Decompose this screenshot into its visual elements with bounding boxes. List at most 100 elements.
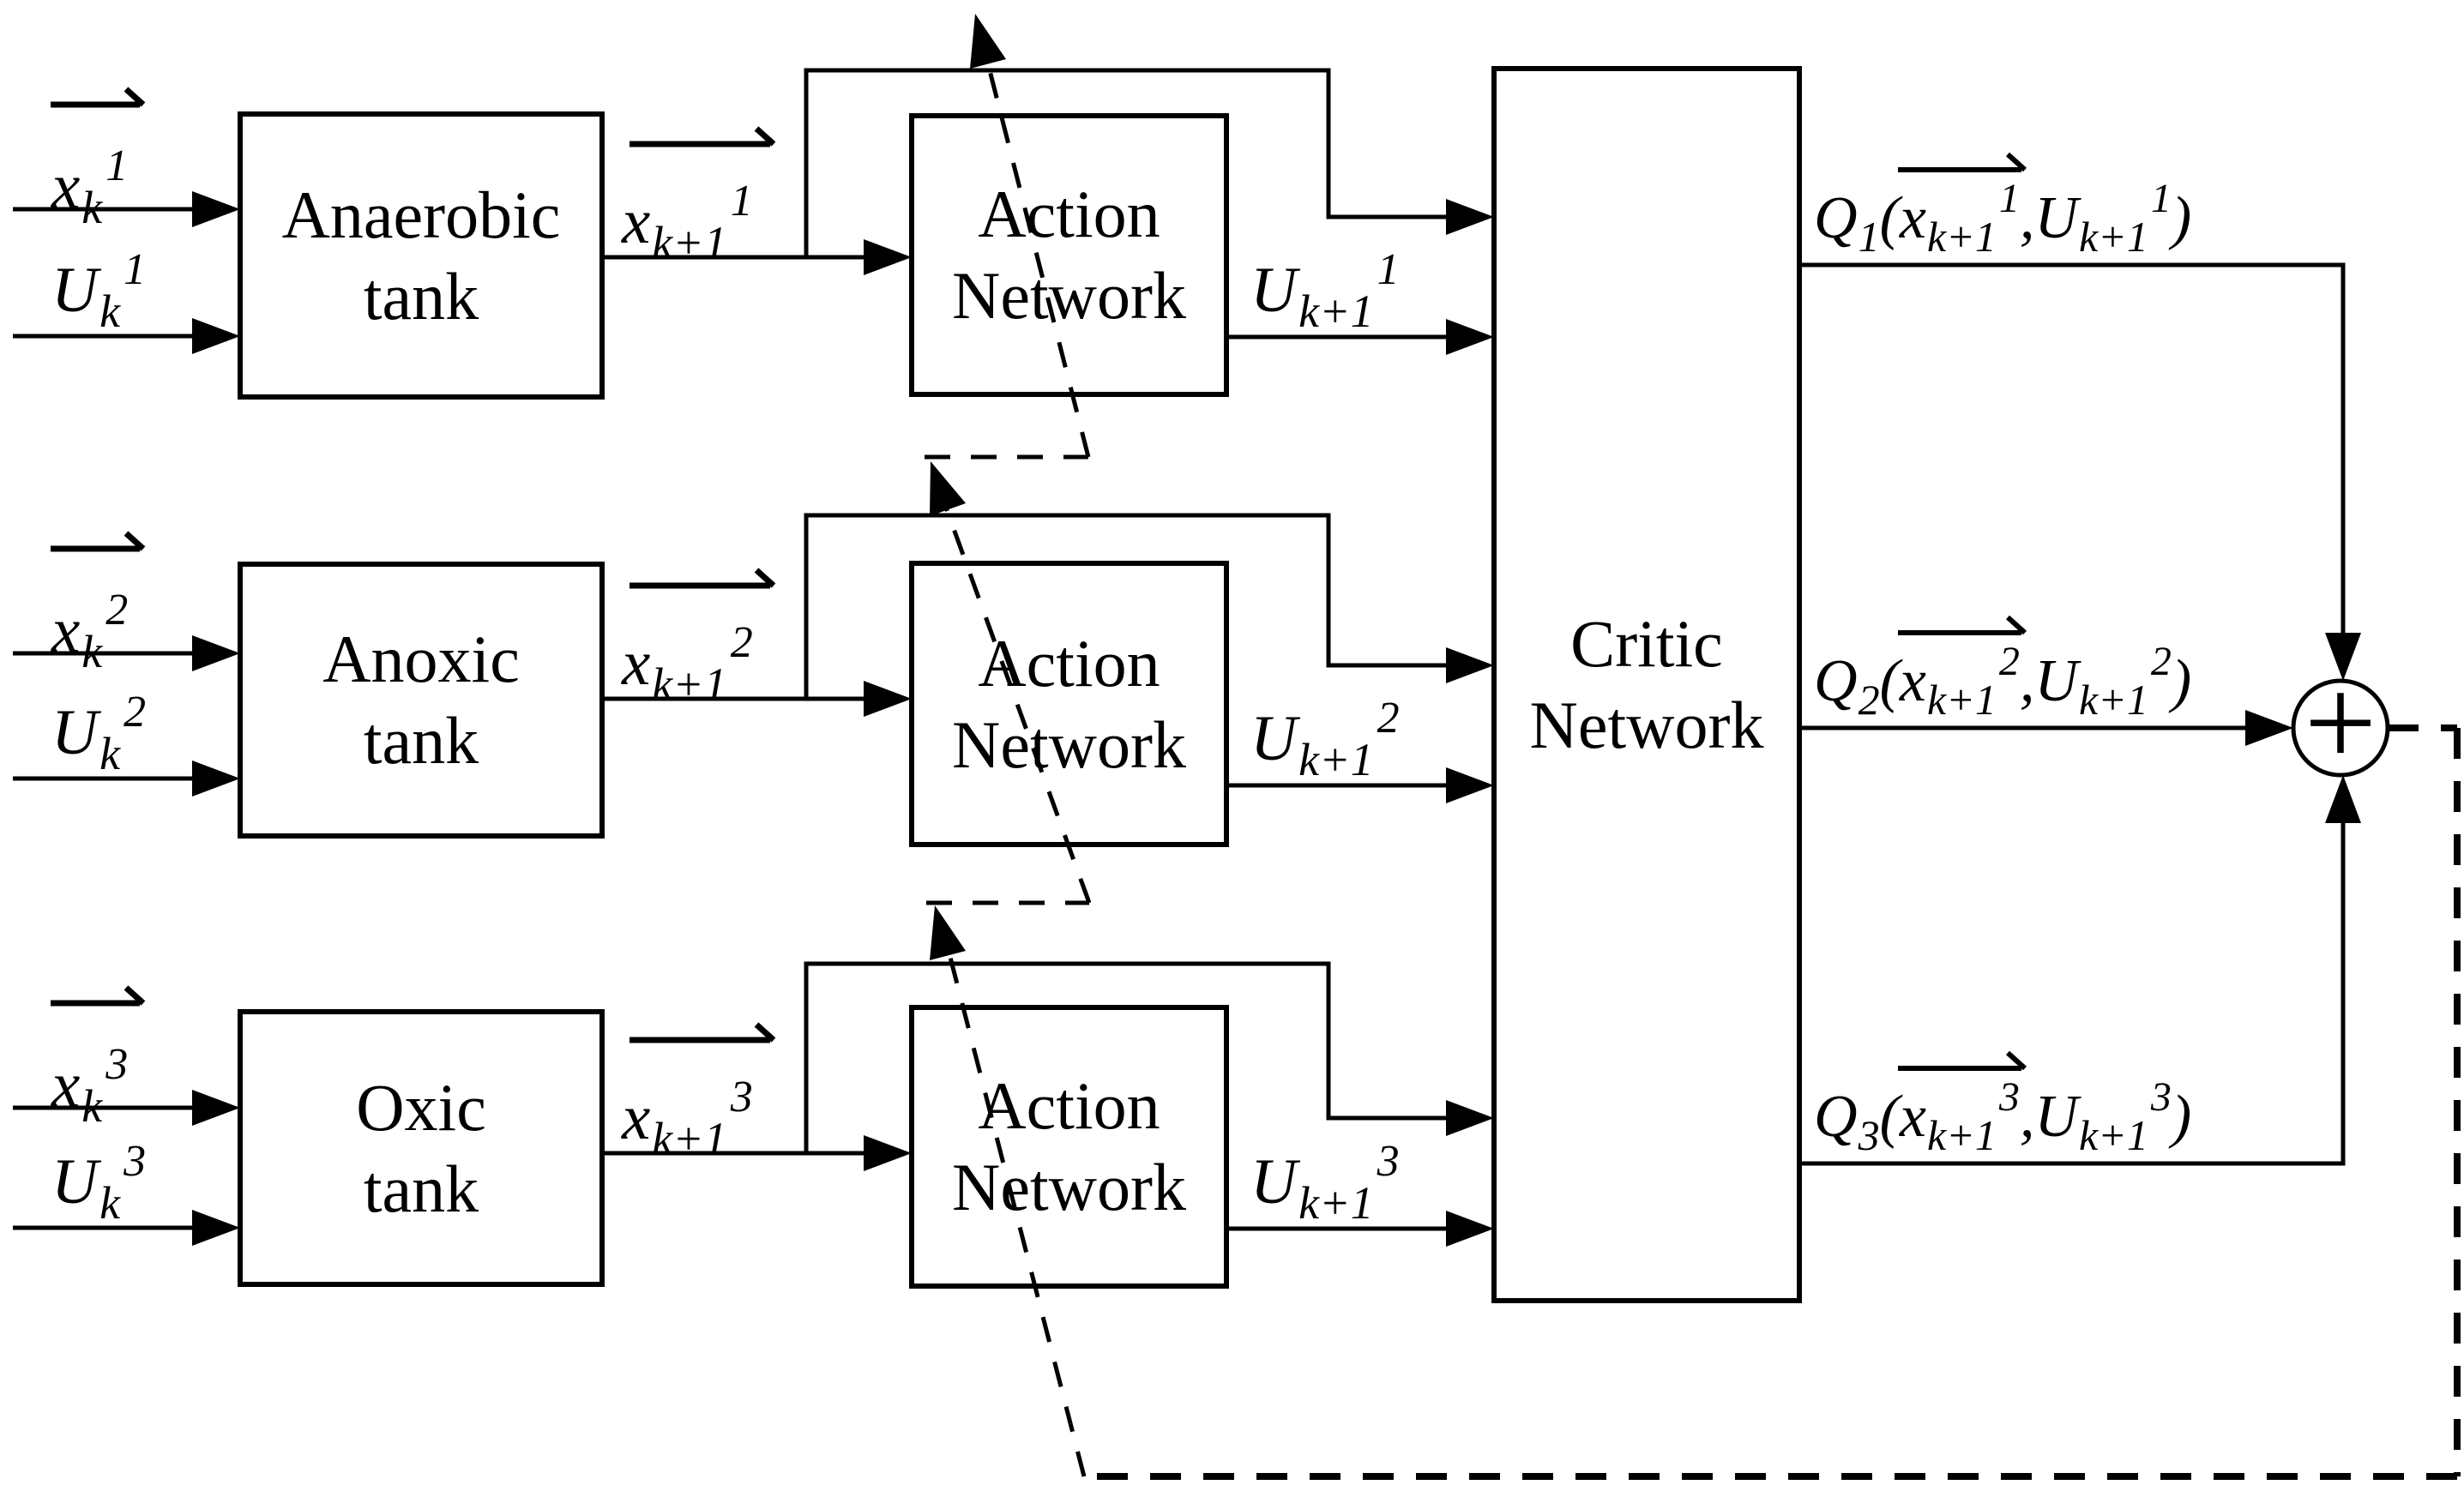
anaerobic-tank-label-line2: tank xyxy=(363,259,479,334)
vector-arrow-icon xyxy=(630,568,776,589)
vector-arrow-icon xyxy=(630,1022,776,1043)
action-network-3-box xyxy=(909,1005,1229,1289)
q-x-sup: 2 xyxy=(1998,639,2020,684)
tuning2-arrowhead-icon xyxy=(930,461,966,516)
q-close: ) xyxy=(2171,185,2192,251)
sum-operator: + xyxy=(2304,652,2377,794)
q-u-sub: k+1 xyxy=(2078,676,2148,724)
math-sub: k xyxy=(99,286,121,337)
q-x-sub: k+1 xyxy=(1926,676,1997,724)
tuning3-arrowhead-icon xyxy=(930,905,966,960)
q-x-sub: k+1 xyxy=(1926,213,1997,261)
math-base: U xyxy=(1250,703,1298,774)
q-fn-sub: 2 xyxy=(1858,676,1880,724)
q-fn: Q xyxy=(1814,185,1858,251)
next-control-label-3: Uk+13 xyxy=(1250,1123,1400,1241)
action2-tuning-diagonal xyxy=(932,476,1092,904)
anoxic-tank-label-line1: Anoxic xyxy=(322,622,520,696)
q-separator: , xyxy=(2019,185,2035,251)
math-base: U xyxy=(51,255,99,326)
vector-arrow-icon xyxy=(630,126,776,147)
tank1-control-arrowhead-icon xyxy=(192,318,240,354)
next-state-label-3: xk+13 xyxy=(622,1059,753,1177)
math-sup: 3 xyxy=(124,1137,147,1186)
q-x-sup: 3 xyxy=(1998,1074,2020,1120)
anoxic-tank-label: Anoxic tank xyxy=(240,618,602,781)
critic-control2-arrowhead-icon xyxy=(1446,767,1494,803)
q-close: ) xyxy=(2171,648,2192,714)
anoxic-tank-label-line2: tank xyxy=(363,703,479,778)
vector-arrow-icon xyxy=(1897,1050,2027,1071)
math-sup: 2 xyxy=(730,618,753,667)
action2-label-line2: Network xyxy=(952,707,1186,782)
tank2-state-arrowhead-icon xyxy=(192,635,240,671)
anaerobic-tank-label-line1: Anaerobic xyxy=(281,177,561,252)
tank2-control-arrowhead-icon xyxy=(192,761,240,797)
q-fn: Q xyxy=(1814,1084,1858,1150)
next-control-label-2: Uk+12 xyxy=(1250,680,1400,798)
feedback-return-line xyxy=(1084,724,2461,1480)
critic-control3-arrowhead-icon xyxy=(1446,1211,1494,1247)
math-sub: k xyxy=(99,728,121,779)
action1-label-line2: Network xyxy=(952,258,1186,333)
oxic-tank-label: Oxic tank xyxy=(240,1067,602,1229)
action1-input-arrowhead-icon xyxy=(864,239,912,275)
oxic-tank-label-line2: tank xyxy=(363,1151,479,1226)
state1-bypass-line xyxy=(804,68,1449,257)
math-sub: k+1 xyxy=(652,658,727,710)
math-base: x xyxy=(51,1049,81,1121)
q1-output-line xyxy=(1799,262,2346,636)
q-u-sub: k+1 xyxy=(2078,1111,2148,1159)
math-sub: k+1 xyxy=(1298,1177,1374,1229)
math-base: x xyxy=(622,628,651,699)
q1-output-label: Q1(xk+11,Uk+11) xyxy=(1814,152,2192,274)
action3-label-line1: Action xyxy=(978,1068,1160,1143)
sum-q3-arrowhead-icon xyxy=(2325,775,2361,823)
q-u-sup: 1 xyxy=(2150,176,2172,221)
action3-input-arrowhead-icon xyxy=(864,1135,912,1171)
vector-arrow-icon xyxy=(1897,615,2027,635)
critic-network-box xyxy=(1491,66,1802,1303)
q-separator: , xyxy=(2019,648,2035,714)
oxic-tank-label-line1: Oxic xyxy=(356,1070,486,1145)
action1-label-line1: Action xyxy=(978,177,1160,251)
math-sub: k+1 xyxy=(652,1113,727,1164)
math-sup: 2 xyxy=(124,688,147,736)
next-state-label-2: xk+12 xyxy=(622,604,753,723)
q-x-sub: k+1 xyxy=(1926,1111,1997,1159)
input-control-label-1: Uk1 xyxy=(51,231,146,350)
action3-label-line2: Network xyxy=(952,1150,1186,1224)
next-control-label-1: Uk+11 xyxy=(1250,231,1400,350)
math-sup: 2 xyxy=(105,586,129,634)
math-sup: 1 xyxy=(1377,245,1400,294)
q-fn-sub: 1 xyxy=(1858,213,1880,261)
action3-tuning-diagonal xyxy=(937,917,1087,1477)
signal-lines xyxy=(13,68,2346,1231)
action-network-3-label: Action Network xyxy=(912,1065,1226,1228)
math-base: x xyxy=(622,1082,651,1153)
anaerobic-tank-label: Anaerobic tank xyxy=(240,174,602,337)
action-network-1-label: Action Network xyxy=(912,173,1226,336)
tuning1-arrowhead-icon xyxy=(970,14,1006,69)
flow-arrowheads xyxy=(192,191,2361,1247)
q-u-sup: 2 xyxy=(2150,639,2172,684)
q2-output-label: Q2(xk+12,Uk+12) xyxy=(1814,615,2192,736)
q-x-base: x xyxy=(1899,1084,1926,1150)
input-state-label-2: xk2 xyxy=(51,572,128,690)
critic-state3-arrowhead-icon xyxy=(1446,1100,1494,1136)
state3-bypass-line xyxy=(804,961,1449,1153)
math-sup: 1 xyxy=(730,177,753,225)
sum-q2-arrowhead-icon xyxy=(2245,710,2293,746)
critic-label-line1: Critic xyxy=(1570,606,1723,681)
math-sub: k xyxy=(81,626,103,677)
math-base: U xyxy=(51,697,99,768)
q-u-base: U xyxy=(2034,648,2078,714)
action2-label-line1: Action xyxy=(978,626,1160,700)
input-state-label-1: xk1 xyxy=(51,128,128,246)
tank3-state-arrowhead-icon xyxy=(192,1090,240,1126)
q-x-base: x xyxy=(1899,648,1926,714)
q-u-sup: 3 xyxy=(2150,1074,2172,1120)
q-x-sup: 1 xyxy=(1998,176,2020,221)
